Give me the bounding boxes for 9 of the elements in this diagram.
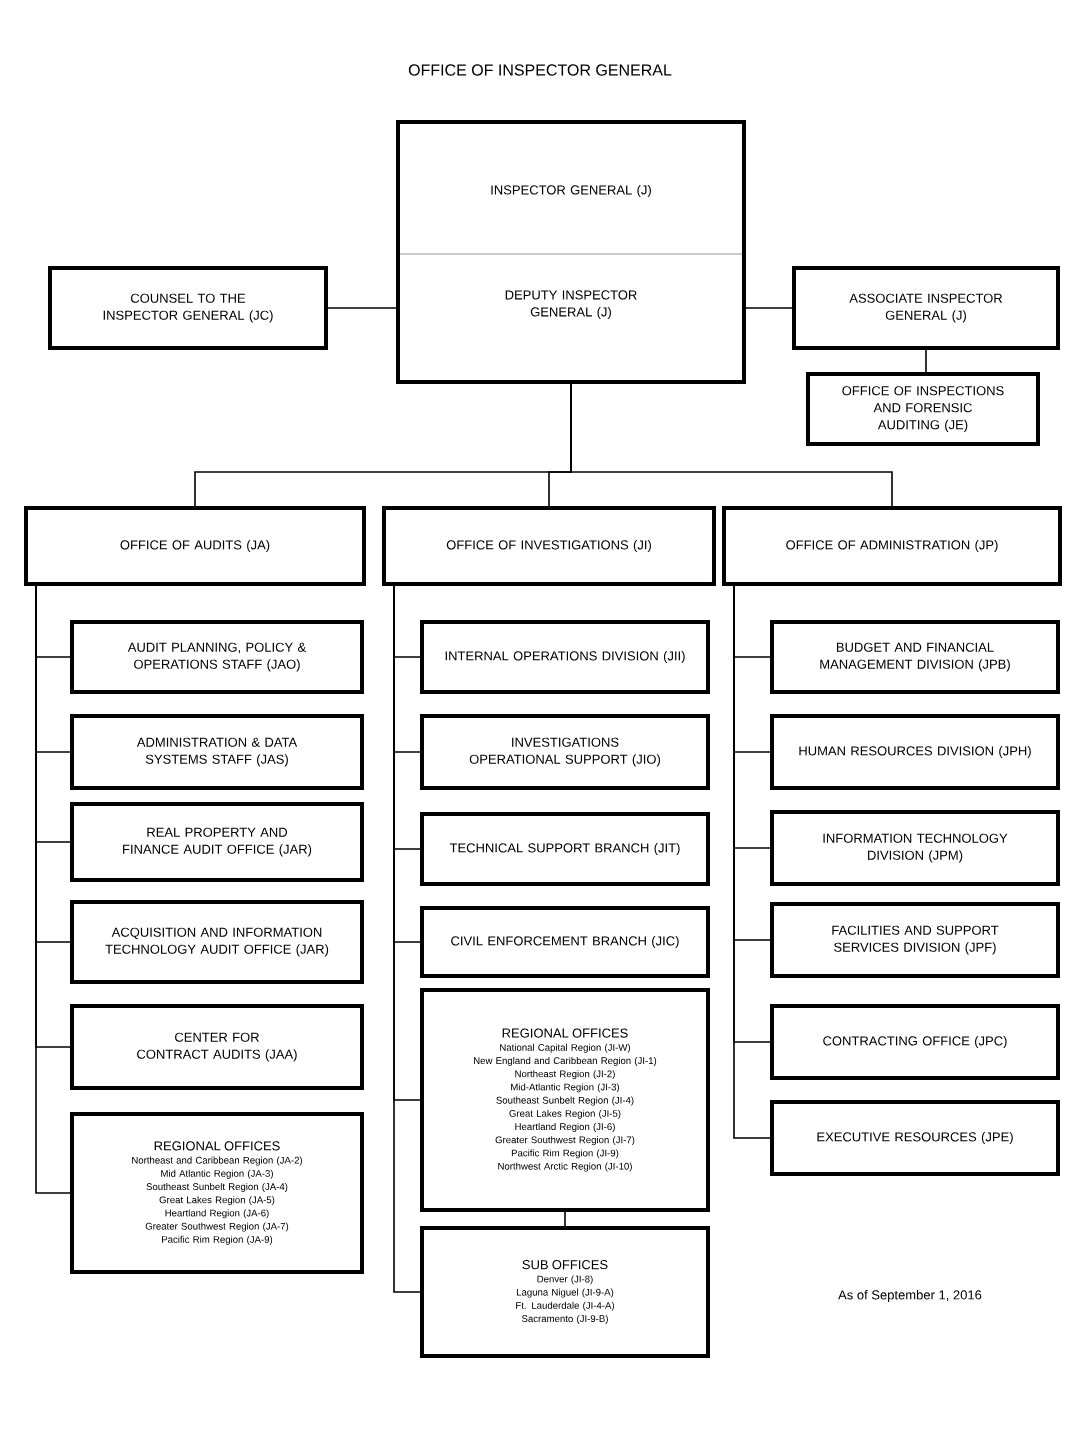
connector-line <box>745 307 793 309</box>
chart-title: OFFICE OF INSPECTOR GENERAL <box>408 64 672 76</box>
connector-line <box>733 585 771 1139</box>
connector-line <box>570 383 893 507</box>
connector-line <box>327 307 397 309</box>
connector-line <box>35 585 71 1194</box>
connector-line <box>393 585 421 1293</box>
connector-line <box>564 1211 566 1227</box>
connector-line <box>925 349 927 373</box>
